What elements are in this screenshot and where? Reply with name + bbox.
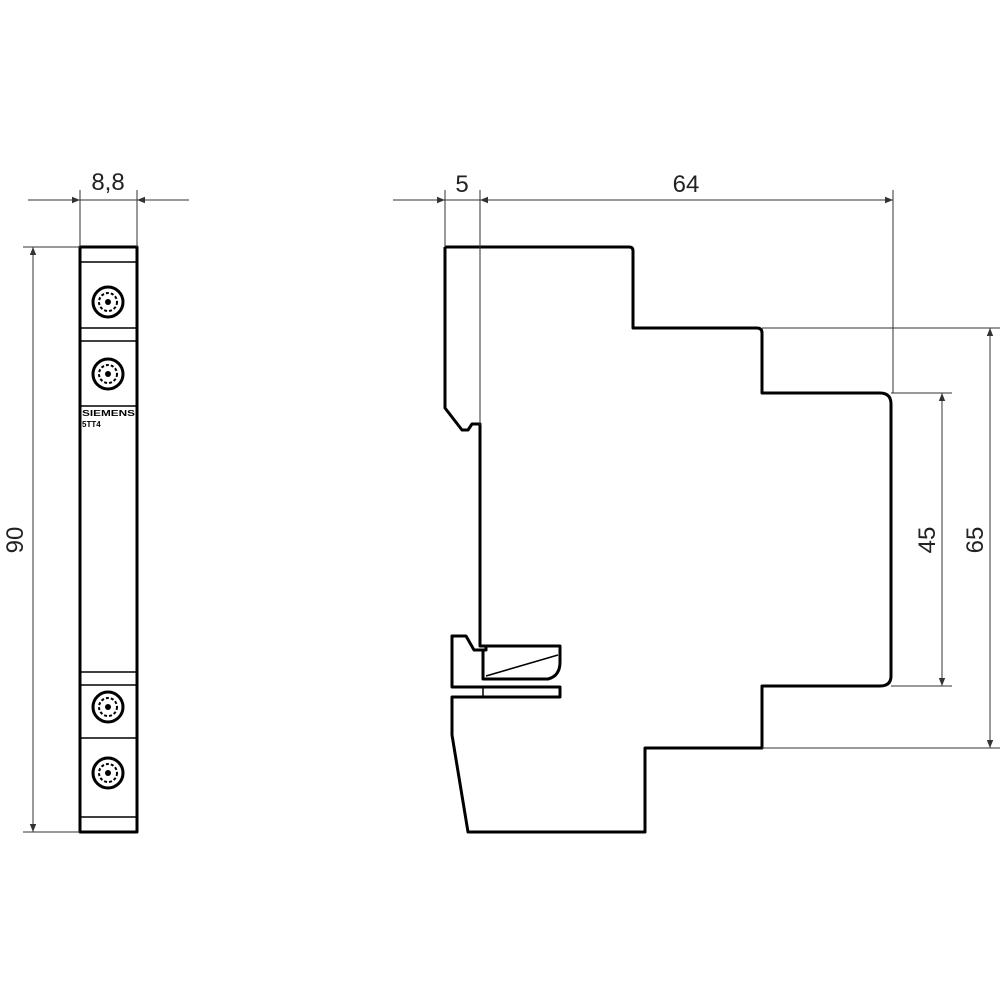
terminal-screw-icon [91, 357, 125, 391]
side-view [443, 245, 893, 834]
side-dimensions: 5 64 45 65 [393, 171, 1000, 749]
offset-label: 5 [455, 171, 468, 198]
terminal-screw-icon [91, 285, 125, 319]
terminal-screw-icon [91, 690, 125, 724]
brand-label: SIEMENS [82, 409, 136, 418]
height-label: 90 [2, 527, 29, 554]
front-dimensions: 8,8 90 [2, 169, 189, 833]
depth-label: 64 [673, 171, 700, 198]
model-label: 5TT4 [82, 420, 101, 429]
outer-height-label: 65 [962, 527, 989, 554]
inner-height-label: 45 [914, 527, 941, 554]
terminal-screw-icon [91, 756, 125, 790]
front-view: SIEMENS 5TT4 [78, 245, 139, 834]
width-label: 8,8 [91, 169, 124, 196]
